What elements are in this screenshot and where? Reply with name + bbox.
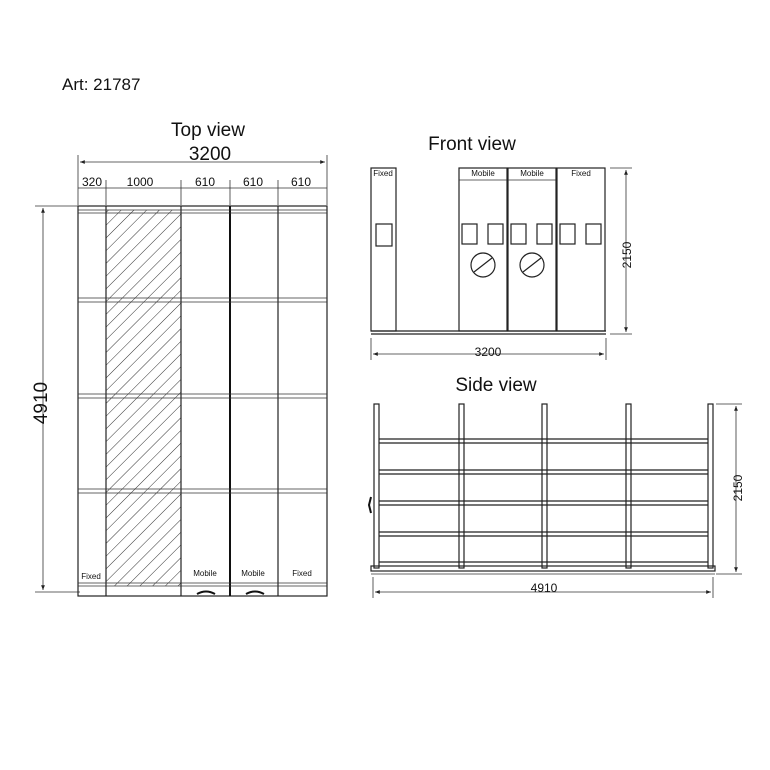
front-view-height-dimension: 2150 <box>610 167 634 335</box>
side-view-length: 4910 <box>531 581 558 595</box>
side-view-length-dimension: 4910 <box>372 577 714 598</box>
front-fixed-unit-right <box>556 167 606 332</box>
front-unit-label-mobile-1: Mobile <box>471 169 495 178</box>
top-view-title: Top view <box>171 120 245 141</box>
art-number: Art: 21787 <box>62 75 140 94</box>
segment-width-1: 320 <box>82 175 102 189</box>
top-unit-label-mobile-2: Mobile <box>241 569 265 578</box>
top-view-total-width: 3200 <box>189 144 231 165</box>
handle-icon <box>196 590 216 595</box>
top-view-width-dimension: 3200 <box>77 144 328 205</box>
front-view-width-dimension: 3200 <box>370 338 607 360</box>
handle-icon <box>367 496 372 514</box>
front-view-height: 2150 <box>620 241 634 268</box>
segment-width-3: 610 <box>195 175 215 189</box>
handwheel-icon <box>470 252 496 278</box>
top-view-segment-dimensions: 320 1000 610 610 610 <box>78 175 327 205</box>
top-unit-label-fixed-right: Fixed <box>292 569 312 578</box>
side-view: Side view 2150 <box>367 375 745 598</box>
front-mobile-unit-2 <box>507 167 557 332</box>
top-view-depth-dimension: 4910 <box>31 205 80 593</box>
side-view-height-dimension: 2150 <box>716 403 745 575</box>
front-view-title: Front view <box>428 134 516 155</box>
top-unit-label-fixed-left: Fixed <box>81 572 101 581</box>
front-unit-label-fixed-left: Fixed <box>373 169 393 178</box>
front-fixed-unit-left <box>370 167 397 332</box>
side-view-title: Side view <box>455 375 537 396</box>
segment-width-5: 610 <box>291 175 311 189</box>
front-mobile-unit-1 <box>458 167 508 332</box>
segment-width-4: 610 <box>243 175 263 189</box>
front-view-width: 3200 <box>475 345 502 359</box>
top-view-plan <box>77 205 328 597</box>
side-view-height: 2150 <box>731 474 745 501</box>
handle-icon <box>245 590 265 595</box>
front-unit-label-fixed-right: Fixed <box>571 169 591 178</box>
top-unit-label-mobile-1: Mobile <box>193 569 217 578</box>
handwheel-icon <box>519 252 545 278</box>
front-unit-label-mobile-2: Mobile <box>520 169 544 178</box>
front-view: Front view <box>370 134 634 360</box>
segment-width-2: 1000 <box>127 175 154 189</box>
top-view-depth: 4910 <box>31 382 52 424</box>
top-view: Top view 3200 320 1000 610 610 610 491 <box>31 120 328 597</box>
